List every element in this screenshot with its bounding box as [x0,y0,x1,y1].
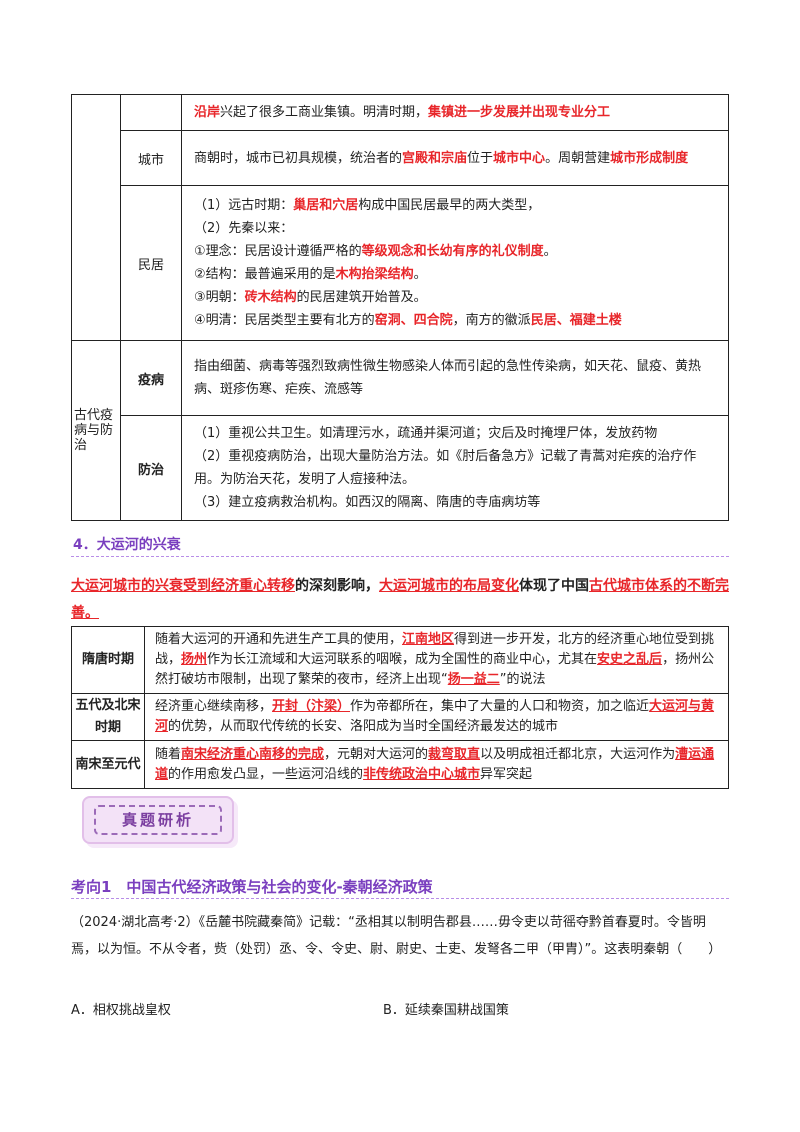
heading-divider [71,556,729,557]
row0-content: 沿岸兴起了很多工商业集镇。明清时期，集镇进一步发展并出现专业分工 [181,94,729,131]
content-wudai-beisong: 经济重心继续南移，开封（汴梁）作为帝都所在，集中了大量的人口和物资，加之临近大运… [144,693,729,741]
badge-label: 真题研析 [94,805,222,835]
period-wudai-beisong: 五代及北宋时期 [71,693,145,741]
row-label-empty [120,94,182,131]
section-intro: 大运河城市的兴衰受到经济重心转移的深刻影响，大运河城市的布局变化体现了中国古代城… [71,578,729,621]
kaoxiang-divider [71,898,729,899]
period-nansong-yuan: 南宋至元代 [71,740,145,789]
row-label-city: 城市 [120,130,182,186]
fangzhi-content: （1）重视公共卫生。如清理污水，疏通并渠河道；灾后及时掩埋尸体，发放药物 （2）… [181,415,729,521]
summary-table-city-epidemic: 沿岸兴起了很多工商业集镇。明清时期，集镇进一步发展并出现专业分工 城市 商朝时，… [71,94,729,521]
grand-canal-table: 隋唐时期 随着大运河的开通和先进生产工具的使用，江南地区得到进一步开发，北方的经… [71,626,729,789]
city-content: 商朝时，城市已初具规模，统治者的宫殿和宗庙位于城市中心。周朝营建城市形成制度 [181,130,729,186]
kaoxiang-heading: 考向1 中国古代经济政策与社会的变化-秦朝经济政策 [71,878,433,896]
group-cell-empty [71,94,121,341]
content-sui-tang: 随着大运河的开通和先进生产工具的使用，江南地区得到进一步开发，北方的经济重心地位… [144,626,729,694]
question-stem: （2024·湖北高考·2）《岳麓书院藏秦简》记载：“丞相其以制明告郡县……毋令吏… [71,915,722,957]
section-heading: 4．大运河的兴衰 [73,537,181,553]
section-badge: 真题研析 [82,796,234,844]
option-b: B．延续秦国耕战国策 [383,1003,509,1018]
period-sui-tang: 隋唐时期 [71,626,145,694]
row-label-yibing: 疫病 [120,340,182,416]
minju-content: （1）远古时期：巢居和穴居构成中国民居最早的两大类型， （2）先秦以来： ①理念… [181,185,729,341]
row-label-fangzhi: 防治 [120,415,182,521]
option-a: A．相权挑战皇权 [71,1003,171,1018]
yibing-content: 指由细菌、病毒等强烈致病性微生物感染人体而引起的急性传染病，如天花、鼠疫、黄热病… [181,340,729,416]
content-nansong-yuan: 随着南宋经济重心南移的完成，元朝对大运河的裁弯取直以及明成祖迁都北京，大运河作为… [144,740,729,789]
group-cell-epidemic: 古代疫病与防治 [71,340,121,521]
row-label-minju: 民居 [120,185,182,341]
